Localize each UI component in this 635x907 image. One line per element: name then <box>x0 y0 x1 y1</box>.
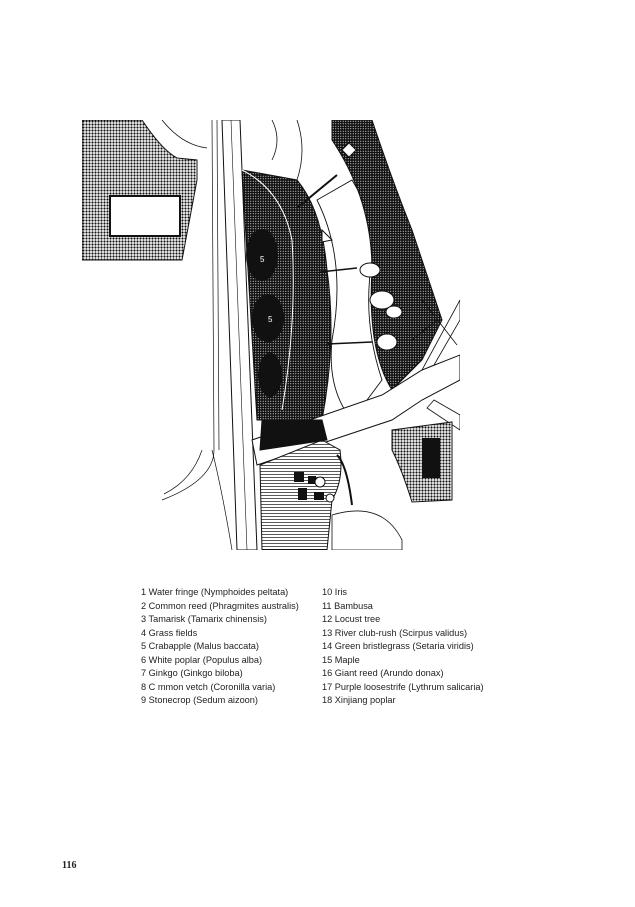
plan-label-5a: 5 <box>260 255 265 264</box>
planting-strip: 5 5 <box>241 169 332 421</box>
legend-item: 2 Common reed (Phragmites australis) <box>141 600 299 611</box>
legend-column-2: 10 Iris 11 Bambusa 12 Locust tree 13 Riv… <box>322 586 484 708</box>
legend-column-1: 1 Water fringe (Nymphoides peltata) 2 Co… <box>141 586 299 708</box>
legend-item: 8 C mmon vetch (Coronilla varia) <box>141 681 276 692</box>
legend-item: 17 Purple loosestrife (Lythrum salicaria… <box>322 681 484 692</box>
legend-item: 14 Green bristlegrass (Setaria viridis) <box>322 641 474 651</box>
legend-item: 4 Grass fields <box>141 627 198 638</box>
legend-item: 3 Tamarisk (Tamarix chinensis) <box>141 614 267 624</box>
plan-block-northwest <box>82 120 198 261</box>
legend-item: 11 Bambusa <box>322 600 373 611</box>
page-number: 116 <box>62 860 77 871</box>
legend-item: 5 Crabapple (Malus baccata) <box>141 641 259 651</box>
legend-item: 12 Locust tree <box>322 614 381 624</box>
legend-item: 7 Ginkgo (Ginkgo biloba) <box>141 668 243 678</box>
legend-item: 6 White poplar (Populus alba) <box>141 654 263 665</box>
legend-item: 16 Giant reed (Arundo donax) <box>322 668 444 678</box>
legend-item: 18 Xinjiang poplar <box>322 695 396 705</box>
legend-item: 10 Iris <box>322 587 348 597</box>
plan-block-south <box>259 421 453 550</box>
plan-label-5b: 5 <box>268 315 273 324</box>
site-plan-drawing: 5 5 <box>82 120 460 550</box>
legend-item: 15 Maple <box>322 654 360 665</box>
legend-item: 13 River club-rush (Scirpus validus) <box>322 627 468 638</box>
legend-item: 1 Water fringe (Nymphoides peltata) <box>141 587 289 597</box>
riverbank-east <box>321 120 443 391</box>
legend-item: 9 Stonecrop (Sedum aizoon) <box>141 695 258 705</box>
